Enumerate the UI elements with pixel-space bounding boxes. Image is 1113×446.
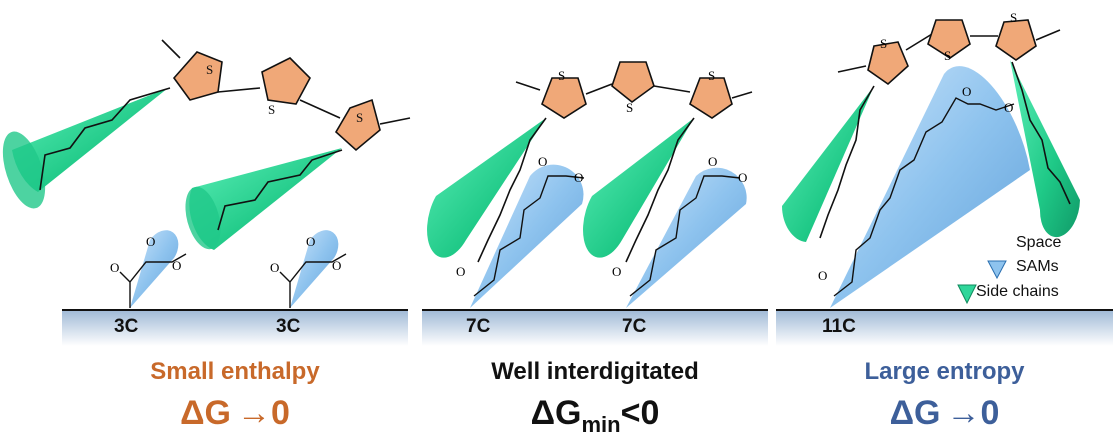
sam-molecule: O O O: [456, 154, 585, 308]
side-chain-cone: [427, 117, 547, 263]
side-chain-cone: [185, 148, 343, 250]
sam-molecule: O O O: [110, 230, 187, 308]
delta-g-symbol: ΔG: [530, 394, 582, 432]
carbon-label-3c: 3C: [276, 316, 301, 337]
thiophene-ring: [927, 19, 971, 59]
oxygen-atom: O: [172, 258, 181, 273]
alkyl-chain: [477, 117, 547, 263]
delta-g-subscript: min: [581, 411, 621, 437]
panel-3-title: Large entropy: [864, 358, 1025, 385]
substrate: [776, 310, 1113, 346]
blue-triangle-icon: [987, 260, 1007, 280]
thiophene-backbone: S S S: [161, 39, 411, 152]
thiophene-ring: [611, 61, 655, 104]
delta-g-relation: <0: [620, 394, 660, 432]
green-triangle-icon: [957, 284, 977, 305]
thiophene-ring: [689, 77, 733, 119]
sulfur-atom: S: [356, 110, 363, 125]
alkyl-chain: [819, 85, 875, 239]
panel-1: S S S O O O O O O: [2, 39, 411, 346]
sulfur-atom: S: [880, 36, 887, 51]
panel-1-title: Small enthalpy: [150, 358, 320, 385]
carbon-label-7c: 7C: [466, 316, 491, 337]
alkyl-chain: [1011, 61, 1071, 205]
thiophene-ring: [334, 98, 381, 152]
oxygen-atom: O: [962, 84, 971, 99]
panel-2-delta-g: ΔGmin<0: [422, 394, 768, 438]
panel-3-delta-g: ΔG→0: [776, 394, 1113, 433]
substrate: [62, 310, 408, 346]
sulfur-atom: S: [944, 48, 951, 63]
side-chain-cone: [2, 87, 171, 209]
thiophene-ring: [261, 57, 311, 105]
oxygen-atom: O: [708, 154, 717, 169]
sulfur-atom: S: [206, 62, 213, 77]
legend-title: Space: [1016, 234, 1062, 251]
sulfur-atom: S: [268, 102, 275, 117]
thiophene-ring: [995, 19, 1037, 61]
legend-item-side-chains: Side chains: [976, 283, 1059, 300]
sulfur-atom: S: [626, 100, 633, 115]
side-chain-cone: [583, 117, 695, 263]
thiophene-backbone: S S S: [837, 10, 1061, 86]
sam-molecule: O O O: [612, 154, 747, 308]
panel-2-title: Well interdigitated: [491, 358, 699, 385]
oxygen-atom: O: [456, 264, 465, 279]
oxygen-atom: O: [332, 258, 341, 273]
oxygen-atom: O: [538, 154, 547, 169]
carbon-label-7c: 7C: [622, 316, 647, 337]
alkyl-chain: [39, 87, 171, 191]
delta-g-symbol: ΔG: [889, 394, 941, 432]
carbon-label-11c: 11C: [822, 316, 856, 337]
delta-g-symbol: ΔG: [180, 394, 231, 432]
sam-molecule: O O O: [270, 230, 347, 308]
thiophene-ring: [867, 41, 909, 86]
oxygen-atom: O: [612, 264, 621, 279]
panel-3: S S S O O O: [776, 10, 1113, 346]
alkyl-chain: [217, 149, 343, 231]
oxygen-atom: O: [110, 260, 119, 275]
alkyl-chain: [625, 117, 695, 263]
substrate: [422, 310, 768, 346]
oxygen-atom: O: [818, 268, 827, 283]
side-chain-cone: [1010, 60, 1080, 238]
oxygen-atom: O: [146, 234, 155, 249]
oxygen-atom: O: [738, 170, 747, 185]
oxygen-atom: O: [574, 170, 583, 185]
sulfur-atom: S: [558, 68, 565, 83]
panel-2: S S S O O O O O O: [422, 61, 768, 346]
delta-g-relation: →0: [236, 394, 290, 432]
thiophene-ring: [541, 77, 587, 119]
sulfur-atom: S: [1010, 10, 1017, 25]
thiophene-backbone: S S S: [515, 61, 753, 119]
side-chain-cone: [781, 85, 875, 242]
oxygen-atom: O: [306, 234, 315, 249]
panel-1-delta-g: ΔG→0: [62, 394, 408, 433]
delta-g-relation: →0: [946, 394, 1000, 432]
thiophene-ring: [172, 51, 223, 101]
oxygen-atom: O: [1004, 100, 1013, 115]
sam-molecule: O O O: [818, 66, 1030, 308]
oxygen-atom: O: [270, 260, 279, 275]
legend-item-sams: SAMs: [1016, 258, 1059, 275]
sulfur-atom: S: [708, 68, 715, 83]
carbon-label-3c: 3C: [114, 316, 139, 337]
